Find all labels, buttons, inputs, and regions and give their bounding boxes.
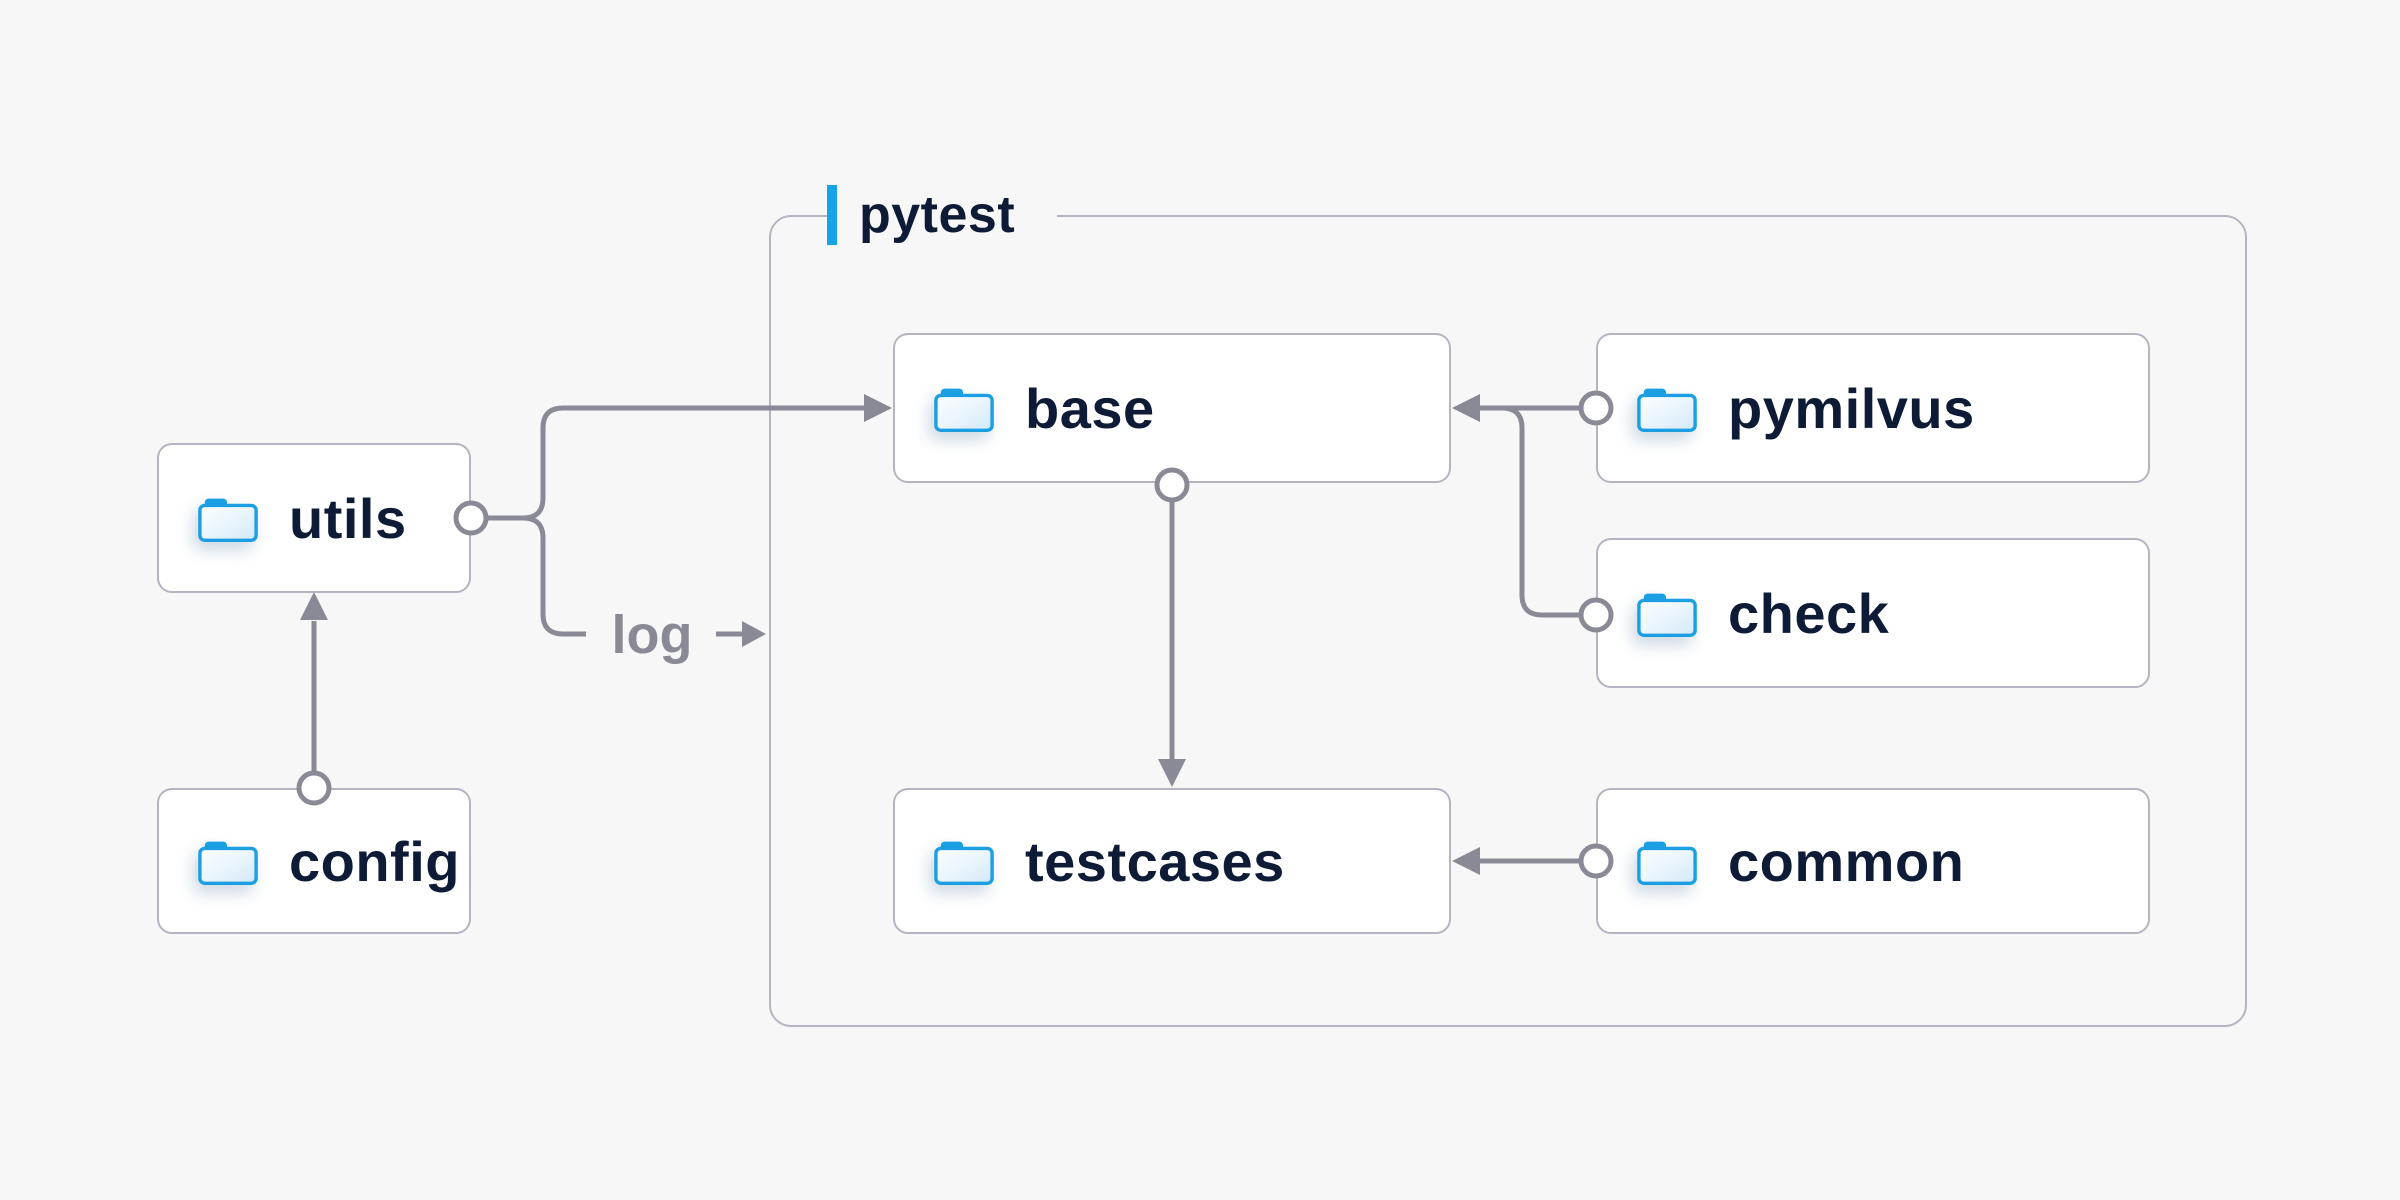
edge-line: [522, 515, 586, 637]
folder-icon: [934, 388, 994, 432]
folder-icon: [1637, 593, 1697, 637]
accent-bar: [827, 185, 837, 245]
node-label: base: [1025, 376, 1155, 440]
folder-icon: [934, 841, 994, 885]
arrowhead: [742, 621, 766, 647]
node-testcases: testcases: [893, 788, 1451, 934]
node-label: common: [1728, 829, 1965, 893]
node-label: config: [289, 829, 460, 893]
folder-icon: [198, 841, 258, 885]
node-label: check: [1728, 581, 1890, 645]
pytest-container: [769, 215, 2247, 1027]
node-label: utils: [289, 486, 407, 550]
node-pymilvus: pymilvus: [1596, 333, 2150, 483]
pytest-container-label: pytest: [827, 185, 1058, 245]
folder-icon: [1637, 388, 1697, 432]
node-base: base: [893, 333, 1451, 483]
node-utils: utils: [157, 443, 471, 593]
pytest-container-title: pytest: [859, 186, 1016, 244]
node-common: common: [1596, 788, 2150, 934]
node-check: check: [1596, 538, 2150, 688]
edge-label-log: log: [611, 605, 693, 665]
edge-config-to-utils: [296, 592, 332, 806]
folder-icon: [1637, 841, 1697, 885]
node-label: pymilvus: [1728, 376, 1975, 440]
node-config: config: [157, 788, 471, 934]
arrowhead: [300, 592, 328, 620]
folder-icon: [198, 498, 258, 542]
node-label: testcases: [1025, 829, 1285, 893]
